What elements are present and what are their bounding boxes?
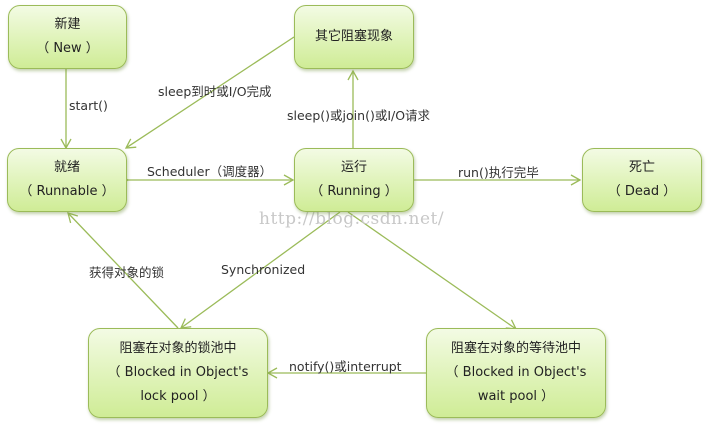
node-new-title: 新建 (54, 17, 81, 32)
node-runnable-title: 就绪 (53, 160, 80, 175)
label-start: start() (69, 98, 108, 113)
node-wait-pool-title: 阻塞在对象的等待池中 (450, 341, 581, 356)
node-new[interactable]: 新建 （ New ） (8, 5, 127, 69)
watermark: http://blog.csdn.net/ (259, 209, 445, 229)
node-runnable[interactable]: 就绪 （ Runnable ） (7, 148, 127, 212)
edge-sleep-done (124, 36, 295, 149)
label-synchronized: Synchronized (221, 262, 306, 277)
label-get-lock: 获得对象的锁 (89, 265, 165, 280)
node-other-blocked-title: 其它阻塞现象 (314, 29, 393, 44)
label-notify: notify()或interrupt (289, 359, 402, 374)
label-scheduler: Scheduler（调度器） (147, 164, 273, 179)
label-sleep-join: sleep()或join()或I/O请求 (287, 108, 431, 123)
label-run-done: run()执行完毕 (458, 165, 539, 180)
node-running[interactable]: 运行 （ Running ） (294, 148, 414, 212)
node-wait-pool-line2: （ Blocked in Object's (445, 365, 587, 380)
node-dead-title: 死亡 (628, 160, 655, 175)
node-lock-pool-title: 阻塞在对象的锁池中 (119, 341, 237, 356)
node-wait-pool-line3: wait pool ） (477, 389, 555, 404)
node-lock-pool-line2: （ Blocked in Object's (107, 365, 249, 380)
node-dead-subtitle: （ Dead ） (607, 184, 677, 199)
node-running-subtitle: （ Running ） (310, 184, 398, 199)
node-other-blocked[interactable]: 其它阻塞现象 (294, 5, 414, 69)
node-lock-pool-line3: lock pool ） (140, 389, 216, 404)
node-running-title: 运行 (340, 160, 367, 175)
node-new-subtitle: （ New ） (36, 41, 99, 56)
label-sleep-done: sleep到时或I/O完成 (158, 84, 272, 99)
edge-get-lock (67, 212, 179, 329)
node-lock-pool[interactable]: 阻塞在对象的锁池中 （ Blocked in Object's lock poo… (88, 328, 268, 418)
edge-wait (347, 211, 518, 330)
node-runnable-subtitle: （ Runnable ） (19, 184, 115, 199)
edge-synchronized (179, 211, 341, 329)
node-wait-pool[interactable]: 阻塞在对象的等待池中 （ Blocked in Object's wait po… (426, 328, 606, 418)
node-dead[interactable]: 死亡 （ Dead ） (582, 148, 702, 212)
